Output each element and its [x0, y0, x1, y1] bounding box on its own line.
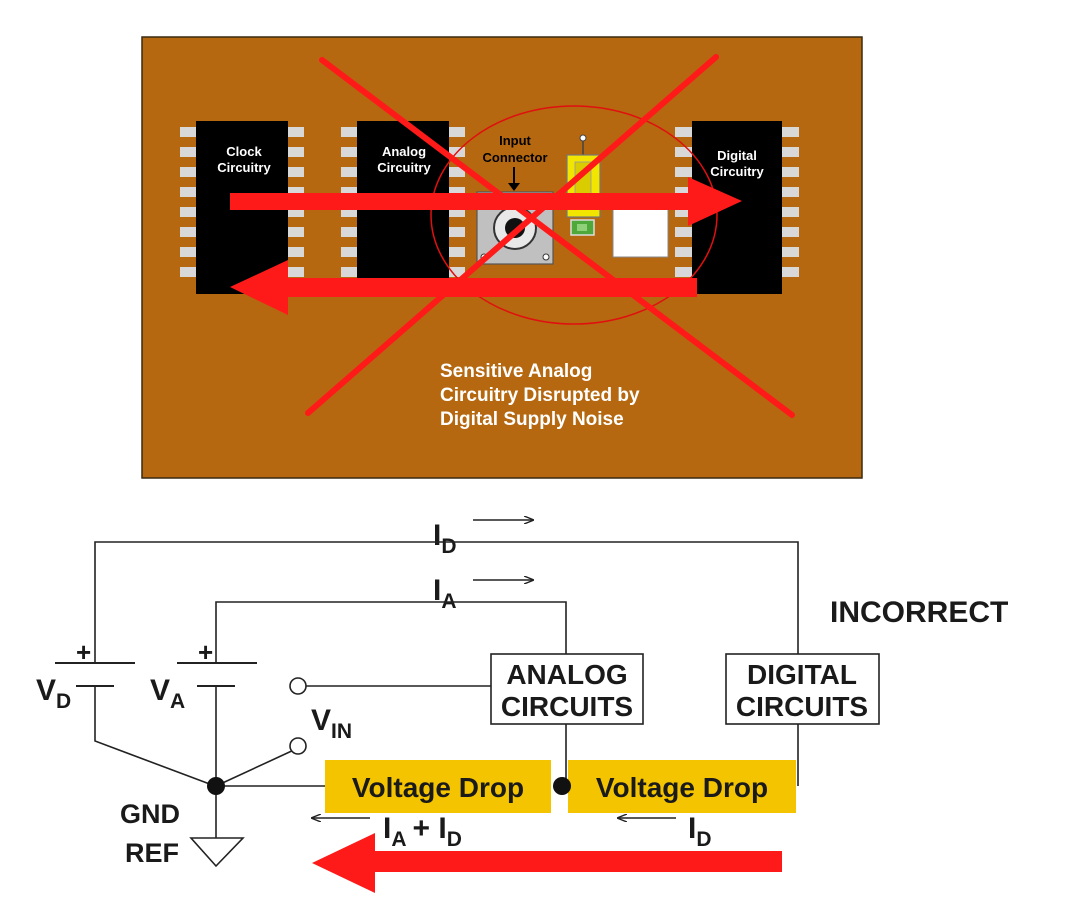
- red-current-arrows: [230, 177, 742, 315]
- sum-plus-i: + I: [413, 812, 447, 845]
- va-battery: + VA: [150, 637, 257, 713]
- analog-supply-wire: [215, 601, 567, 662]
- digital-box-frame: [725, 653, 880, 725]
- vd-label: VD: [36, 674, 71, 713]
- vin-sub: IN: [331, 720, 352, 743]
- analog-box-line1: ANALOG: [506, 659, 627, 690]
- va-plus: +: [198, 637, 213, 667]
- clock-label-line1: Clock: [226, 144, 262, 159]
- id-bottom-main: I: [688, 812, 696, 845]
- cross-stroke-b: [305, 54, 719, 416]
- vd-sub: D: [56, 690, 71, 713]
- voltage-drop-right-label: Voltage Drop: [596, 772, 768, 803]
- voltage-drop-left-label: Voltage Drop: [352, 772, 524, 803]
- sum-a: A: [391, 828, 406, 851]
- id-bottom-label: ID: [688, 812, 712, 851]
- sensitive-region-outline: [430, 105, 718, 325]
- vd-battery: + VD: [36, 637, 135, 713]
- analog-circuits-box: ANALOG CIRCUITS: [490, 653, 644, 725]
- vd-return-wire: [94, 686, 216, 787]
- clock-label-line2: Circuitry: [217, 160, 271, 175]
- vin-terminal-lower: [289, 737, 307, 755]
- vd-main: V: [36, 674, 56, 707]
- cross-stroke-a: [319, 57, 795, 418]
- vd-plus: +: [76, 637, 91, 667]
- digital-box-line2: CIRCUITS: [736, 691, 868, 722]
- id-top-main: I: [433, 519, 441, 552]
- digital-label-line1: Digital: [717, 148, 757, 163]
- voltage-drop-right: Voltage Drop: [568, 760, 796, 813]
- voltage-drop-left-box: [325, 760, 551, 813]
- digital-box-line1: DIGITAL: [747, 659, 857, 690]
- va-main: V: [150, 674, 170, 707]
- digital-chip-pins: [675, 127, 799, 277]
- analog-label-line1: Analog: [382, 144, 426, 159]
- status-incorrect: INCORRECT: [830, 596, 1008, 629]
- voltage-drop-right-box: [568, 760, 796, 813]
- vin-main: V: [311, 704, 331, 737]
- ground-junction-dot: [207, 777, 225, 795]
- digital-circuits-box: DIGITAL CIRCUITS: [725, 653, 880, 725]
- ground-symbol: [189, 837, 245, 868]
- ref-label: REF: [125, 838, 179, 868]
- digital-label-line2: Circuitry: [710, 164, 764, 179]
- id-top-sub: D: [441, 535, 456, 558]
- id-top-label: ID: [433, 519, 457, 558]
- analog-box-frame: [490, 653, 644, 725]
- sum-current-label: IA + ID: [383, 812, 462, 851]
- ia-label: IA: [433, 574, 457, 613]
- va-label: VA: [150, 674, 185, 713]
- red-arrow-left: [230, 260, 697, 315]
- vin-lower-wire: [215, 748, 297, 787]
- connector-screw-br: [542, 253, 550, 261]
- connector-label-line2: Connector: [483, 150, 548, 165]
- connector-pointer-head: [508, 183, 520, 191]
- sum-i1: I: [383, 812, 391, 845]
- noise-note-line3: Digital Supply Noise: [440, 409, 624, 430]
- vin-terminal-upper: [289, 677, 307, 695]
- sum-d: D: [447, 828, 462, 851]
- connector-label-line1: Input: [499, 133, 531, 148]
- gnd-label: GND: [120, 799, 180, 829]
- clock-chip-pins: [180, 127, 304, 277]
- red-return-current-arrow: [312, 833, 782, 893]
- analog-junction-dot: [553, 777, 571, 795]
- voltage-drop-left: Voltage Drop: [325, 760, 551, 813]
- red-arrow-right: [230, 177, 742, 226]
- id-bottom-sub: D: [696, 828, 711, 851]
- incorrect-cross: [305, 54, 795, 418]
- noise-note-line1: Sensitive Analog: [440, 361, 592, 382]
- vin-label: VIN: [311, 704, 352, 743]
- analog-label-line2: Circuitry: [377, 160, 431, 175]
- digital-supply-wire: [94, 541, 799, 662]
- white-component: [612, 205, 669, 258]
- va-sub: A: [170, 690, 185, 713]
- analog-chip-pins: [341, 127, 465, 277]
- noise-note-line2: Circuitry Disrupted by: [440, 385, 640, 406]
- schematic: INCORRECT ID IA + VD: [36, 519, 1008, 893]
- analog-box-line2: CIRCUITS: [501, 691, 633, 722]
- pcb-panel: Clock Circuitry Analog Circuitry: [141, 36, 863, 479]
- ia-main: I: [433, 574, 441, 607]
